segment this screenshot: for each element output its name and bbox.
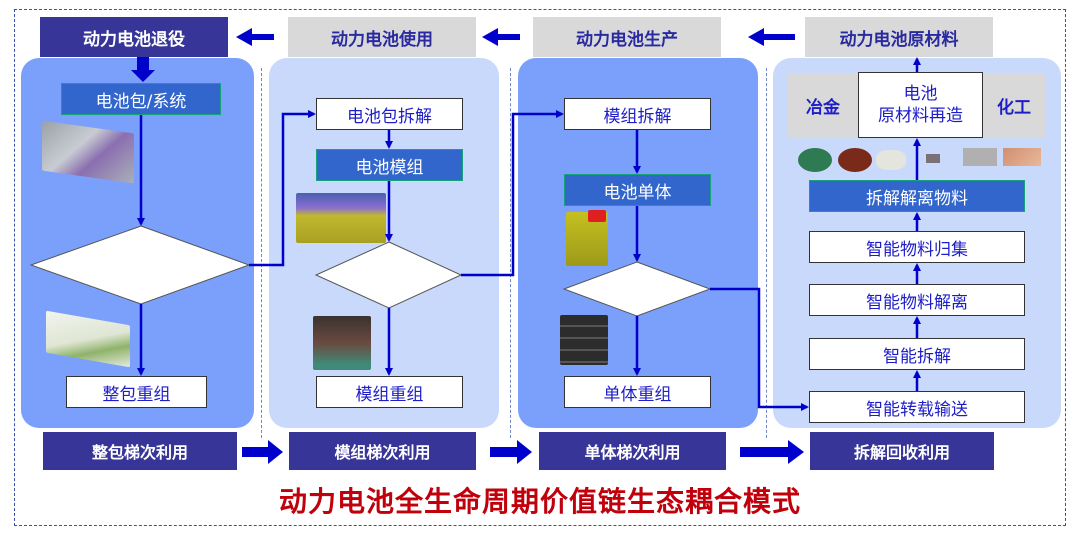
material-green-image — [798, 148, 832, 172]
footer-cell-reuse: 单体梯次利用 — [539, 432, 726, 470]
stage-header-production: 动力电池生产 — [533, 17, 721, 57]
node-material-collection: 智能物料归集 — [809, 231, 1025, 263]
node-cell-regroup: 单体重组 — [564, 376, 711, 408]
node-pack-disassembly: 电池包拆解 — [316, 98, 463, 130]
node-detection-text: 余能检测 快速分级 — [330, 248, 448, 298]
material-copper-image — [1003, 148, 1041, 166]
stage-header-usage: 动力电池使用 — [288, 17, 476, 57]
material-red-image — [838, 148, 872, 172]
remanufacture-line: 电池 — [903, 84, 938, 104]
footer-pack-reuse: 整包梯次利用 — [43, 432, 237, 470]
node-remanufacture: 电池 原材料再造 — [858, 72, 983, 138]
node-metallurgy: 冶金 — [788, 73, 858, 138]
node-cell: 电池单体 — [564, 174, 711, 206]
remanufacture-line: 原材料再造 — [878, 106, 963, 126]
diagnosis-line: 余能检测 — [107, 256, 168, 274]
diagnosis-line: 无损诊断 — [107, 236, 168, 254]
screening-line: 识选 — [622, 290, 653, 308]
cell-rack-image — [560, 315, 608, 365]
separator — [510, 68, 511, 438]
diagram-title: 动力电池全生命周期价值链生态耦合模式 — [278, 485, 801, 518]
material-white-image — [876, 150, 906, 170]
node-pack-system: 电池包/系统 — [61, 83, 221, 115]
node-smart-disassembly: 智能拆解 — [809, 338, 1025, 370]
cell-terminal-icon — [588, 210, 606, 222]
stage-header-raw-materials: 动力电池原材料 — [805, 17, 993, 57]
material-aluminum-image — [963, 148, 997, 166]
node-module: 电池模组 — [316, 149, 463, 181]
node-module-disassembly: 模组拆解 — [564, 98, 711, 130]
detection-line: 快速分级 — [358, 274, 419, 292]
node-smart-transport: 智能转载输送 — [809, 391, 1025, 423]
footer-module-reuse: 模组梯次利用 — [289, 432, 476, 470]
node-separated-materials: 拆解解离物料 — [809, 180, 1025, 212]
battery-module-image — [296, 193, 386, 243]
separator — [261, 68, 262, 438]
diagram-frame — [14, 9, 1066, 526]
stage-header-retirement: 动力电池退役 — [40, 17, 228, 57]
footer-recycling: 拆解回收利用 — [810, 432, 994, 470]
node-pack-regroup: 整包重组 — [66, 376, 207, 408]
material-chip-image — [926, 154, 940, 163]
node-module-regroup: 模组重组 — [316, 376, 463, 408]
node-diagnosis-text: 无损诊断 余能检测 快速分级 — [85, 232, 190, 298]
storage-room-image — [313, 316, 371, 370]
node-chemical: 化工 — [983, 73, 1045, 138]
node-screening-text: 多维 识选 — [600, 266, 675, 312]
detection-line: 余能检测 — [358, 254, 419, 272]
diagnosis-line: 快速分级 — [107, 276, 168, 294]
node-material-separation: 智能物料解离 — [809, 284, 1025, 316]
separator — [766, 68, 767, 438]
screening-line: 多维 — [622, 270, 653, 288]
